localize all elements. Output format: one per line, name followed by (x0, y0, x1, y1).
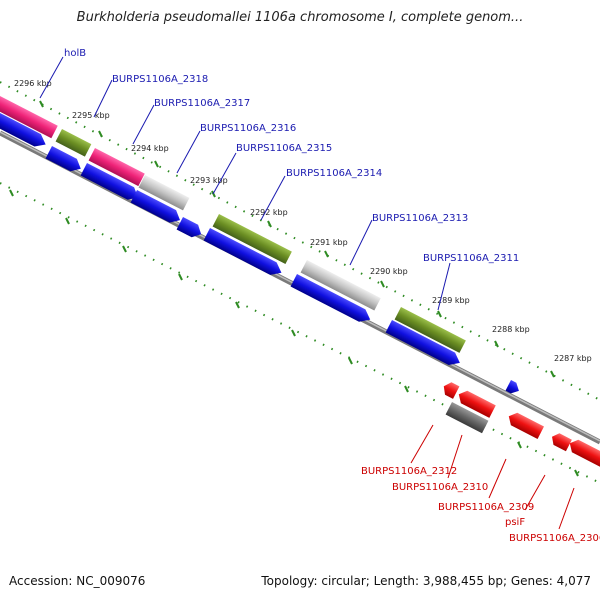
major-tick (122, 245, 127, 253)
forward-features[interactable] (0, 96, 522, 396)
gene-arrow-holB (0, 113, 46, 147)
gene-arrow-2309 (508, 412, 544, 439)
gene-label-psiF: psiF (505, 517, 525, 528)
gene-arrow-2312 (443, 382, 460, 399)
feature-holB-pink (0, 96, 58, 139)
major-tick (9, 189, 14, 197)
gene-arrow-2306 (569, 439, 600, 468)
major-tick (550, 370, 555, 378)
major-tick (65, 217, 70, 225)
gene-arrow-2315 (176, 217, 202, 238)
major-tick (494, 340, 499, 348)
gene-label-2317: BURPS1106A_2317 (154, 98, 250, 109)
map-title: Burkholderia pseudomallei 1106a chromoso… (76, 10, 524, 25)
gene-arrow-small (505, 380, 519, 394)
gene-label-2316: BURPS1106A_2316 (200, 123, 296, 134)
major-tick (437, 310, 442, 318)
tick-label: 2289 kbp (432, 296, 470, 305)
major-tick (178, 273, 183, 281)
gene-arrow-psiF (552, 433, 572, 452)
feature-2311-olive (394, 307, 466, 353)
feature-2317-pink (88, 148, 145, 187)
gene-arrow-2311 (385, 320, 460, 366)
feature-2312-gray (445, 402, 489, 434)
genome-summary-text: Topology: circular; Length: 3,988,455 bp… (261, 574, 591, 588)
gene-label-2311: BURPS1106A_2311 (423, 253, 519, 264)
tick-label: 2287 kbp (554, 354, 592, 363)
gene-label-2315: BURPS1106A_2315 (236, 143, 332, 154)
gene-arrow-2316 (130, 190, 180, 223)
gene-arrow-2314 (203, 228, 282, 275)
tick-labels: 2296 kbp 2295 kbp 2294 kbp 2293 kbp 2292… (14, 79, 592, 363)
major-tick (267, 220, 272, 228)
forward-labels: holB BURPS1106A_2318 BURPS1106A_2317 BUR… (64, 48, 519, 264)
reverse-leaders (410, 424, 575, 530)
reverse-features[interactable] (441, 380, 600, 468)
outer-tick-track (0, 81, 600, 401)
tick-label: 2296 kbp (14, 79, 52, 88)
feature-2314-olive (212, 214, 292, 265)
major-tick (39, 100, 44, 108)
major-tick (517, 441, 522, 449)
feature-2316-silver (138, 175, 190, 211)
reverse-labels: BURPS1106A_2312 BURPS1106A_2310 BURPS110… (361, 466, 600, 544)
feature-2318-olive (55, 129, 92, 157)
gene-label-2310: BURPS1106A_2310 (392, 482, 488, 493)
gene-label-2312: BURPS1106A_2312 (361, 466, 457, 477)
major-tick (291, 329, 296, 337)
gene-arrow-2310 (458, 390, 496, 418)
major-tick (348, 357, 353, 365)
gene-arrow-2318 (45, 146, 81, 172)
major-tick (154, 160, 159, 168)
major-tick (380, 280, 385, 288)
tick-label: 2295 kbp (72, 111, 110, 120)
tick-label: 2292 kbp (250, 208, 288, 217)
gene-label-2318: BURPS1106A_2318 (112, 74, 208, 85)
tick-label: 2293 kbp (190, 176, 228, 185)
gene-label-2306: BURPS1106A_2306 (509, 533, 600, 544)
gene-label-2313: BURPS1106A_2313 (372, 213, 468, 224)
gene-arrow-2313 (290, 274, 371, 322)
feature-2313-silver (300, 260, 381, 311)
gene-label-2314: BURPS1106A_2314 (286, 168, 382, 179)
tick-label: 2291 kbp (310, 238, 348, 247)
major-tick (235, 301, 240, 309)
forward-leaders (39, 56, 451, 311)
tick-label: 2294 kbp (131, 144, 169, 153)
outer-minor-ticks (0, 81, 600, 401)
major-tick (404, 385, 409, 393)
gene-label-holB: holB (64, 48, 86, 59)
gene-label-2309: BURPS1106A_2309 (438, 502, 534, 513)
major-tick (98, 130, 103, 138)
tick-label: 2288 kbp (492, 325, 530, 334)
gene-arrow-2317 (80, 163, 138, 200)
accession-text: Accession: NC_009076 (9, 574, 146, 588)
major-tick (324, 250, 329, 258)
major-tick (574, 469, 579, 477)
tick-label: 2290 kbp (370, 267, 408, 276)
